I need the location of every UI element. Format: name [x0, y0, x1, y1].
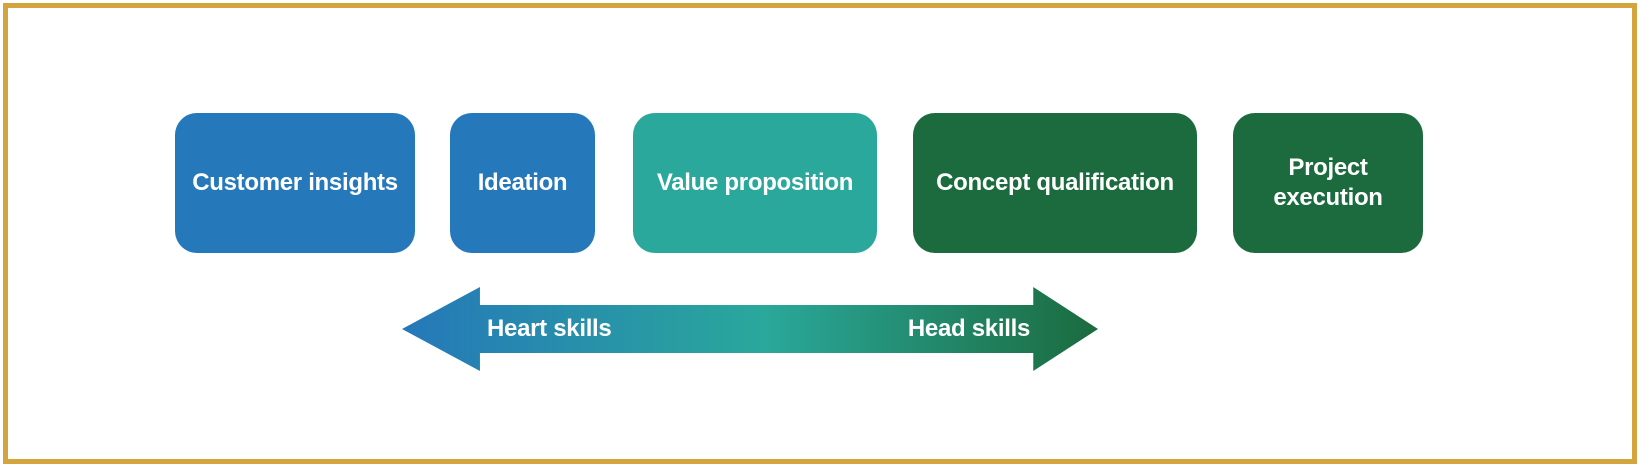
stage-label-concept-qualification: Concept qualification: [936, 169, 1174, 196]
head-skills-label: Head skills: [907, 315, 1030, 342]
skills-gradient-double-arrow: Heart skills Head skills: [402, 287, 1098, 371]
stage-box-value-proposition: Value proposition: [633, 113, 877, 253]
stage-box-customer-insights: Customer insights: [175, 113, 415, 253]
stage-label-ideation: Ideation: [477, 169, 568, 196]
stage-label-project-execution: Project execution: [1273, 154, 1383, 211]
stage-box-ideation: Ideation: [450, 113, 595, 253]
heart-skills-label: Heart skills: [487, 315, 612, 342]
stage-label-value-proposition: Value proposition: [656, 169, 854, 196]
stage-label-customer-insights: Customer insights: [192, 169, 398, 196]
stage-box-project-execution: Project execution: [1233, 113, 1423, 253]
stage-box-concept-qualification: Concept qualification: [913, 113, 1197, 253]
